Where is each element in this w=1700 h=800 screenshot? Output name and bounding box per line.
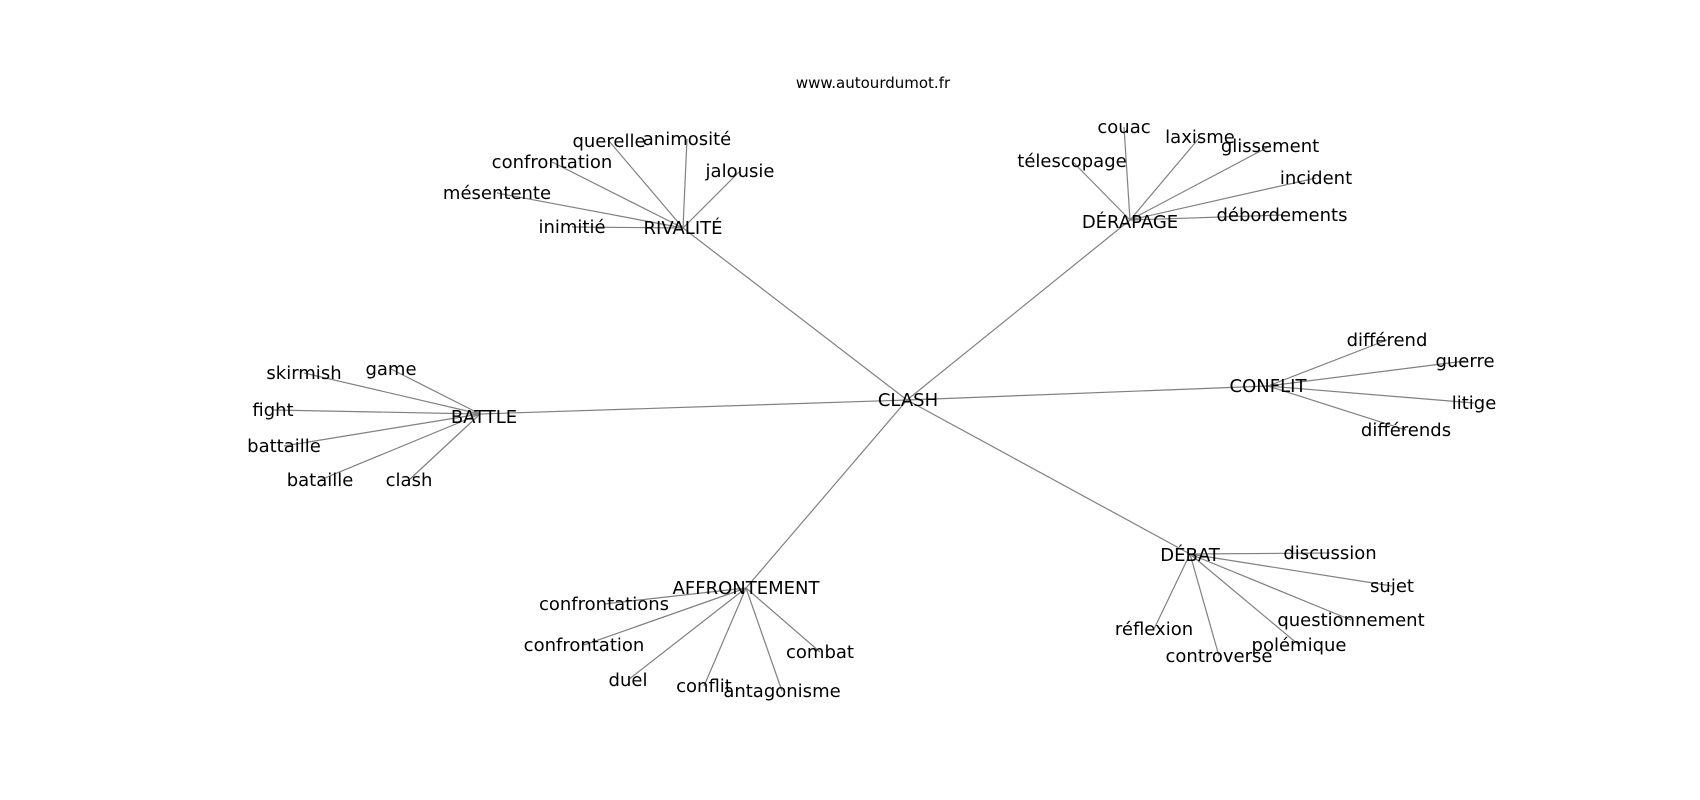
word-node-label[interactable]: animosité — [643, 129, 732, 150]
word-node-label[interactable]: télescopage — [1017, 151, 1126, 172]
edge-hub-word — [603, 587, 747, 605]
word-node-label[interactable]: duel — [609, 670, 648, 691]
word-node-label[interactable]: confrontation — [524, 635, 645, 656]
edge-hub-word — [745, 587, 783, 692]
edge-center-hub — [479, 399, 908, 415]
hub-node-label[interactable]: CONFLIT — [1230, 376, 1308, 397]
edge-hub-word — [272, 409, 481, 415]
edge-hub-word — [1129, 145, 1271, 221]
edge-hub-word — [1189, 553, 1220, 657]
word-node-label[interactable]: glissement — [1221, 136, 1319, 157]
word-node-label[interactable]: antagonisme — [723, 681, 840, 702]
edge-hub-word — [583, 587, 747, 646]
edge-hub-word — [1267, 360, 1466, 387]
word-node-label[interactable]: game — [365, 359, 416, 380]
edge-hub-word — [1071, 160, 1131, 221]
word-node-label[interactable]: litige — [1452, 393, 1497, 414]
word-node-label[interactable]: discussion — [1283, 543, 1376, 564]
word-node-label[interactable]: confrontations — [539, 594, 669, 615]
word-node-label[interactable]: skirmish — [266, 363, 341, 384]
word-node-label[interactable]: fight — [252, 400, 293, 421]
word-node-label[interactable]: confrontation — [492, 152, 613, 173]
word-node-label[interactable]: couac — [1097, 117, 1150, 138]
edge-hub-word — [627, 587, 747, 681]
edge-center-hub — [906, 385, 1269, 401]
edge-hub-word — [682, 138, 688, 229]
edge-hub-word — [682, 170, 741, 229]
edges-layer — [272, 126, 1475, 692]
edge-hub-word — [1153, 553, 1191, 630]
edge-hub-word — [1189, 553, 1393, 587]
edge-hub-word — [571, 226, 684, 229]
edge-hub-word — [1129, 136, 1201, 221]
edge-hub-word — [1267, 385, 1475, 404]
word-node-label[interactable]: clash — [386, 470, 433, 491]
edge-hub-word — [551, 161, 684, 229]
hub-node-label[interactable]: DÉRAPAGE — [1082, 211, 1178, 233]
word-node-label[interactable]: différend — [1347, 330, 1428, 351]
edge-hub-word — [496, 192, 684, 229]
edge-hub-word — [1189, 553, 1352, 621]
word-node-label[interactable]: jalousie — [705, 161, 775, 182]
edge-hub-word — [1267, 339, 1388, 387]
word-node-label[interactable]: querelle — [572, 131, 645, 152]
word-node-label[interactable]: débordements — [1217, 205, 1348, 226]
edge-hub-word — [1123, 126, 1131, 221]
labels-layer: www.autourdumot.fr CLASH inimitié mésente… — [247, 74, 1496, 702]
edge-hub-word — [1129, 177, 1317, 221]
hub-node-label[interactable]: BATTLE — [451, 407, 517, 428]
word-node-label[interactable]: battaille — [247, 436, 321, 457]
word-node-label[interactable]: guerre — [1435, 351, 1494, 372]
edge-hub-word — [283, 413, 481, 447]
hub-node-label[interactable]: AFFRONTEMENT — [673, 578, 821, 599]
edge-center-hub — [682, 227, 908, 401]
hub-node-label[interactable]: RIVALITÉ — [644, 217, 723, 239]
edge-hub-word — [1129, 214, 1283, 221]
word-node-label[interactable]: questionnement — [1277, 610, 1424, 631]
edge-hub-word — [303, 372, 481, 415]
hub-node-label[interactable]: DÉBAT — [1160, 544, 1220, 566]
edge-hub-word — [319, 413, 481, 481]
word-node-label[interactable]: réflexion — [1115, 619, 1193, 640]
center-node-label[interactable]: CLASH — [878, 390, 938, 411]
edge-center-hub — [745, 399, 908, 589]
edge-center-hub — [906, 399, 1191, 555]
word-node-label[interactable]: différends — [1361, 420, 1451, 441]
edge-hub-word — [703, 587, 747, 687]
edge-hub-word — [390, 368, 481, 415]
word-node-label[interactable]: combat — [786, 642, 854, 663]
edge-hub-word — [1267, 385, 1407, 431]
word-node-label[interactable]: mésentente — [443, 183, 551, 204]
edge-hub-word — [745, 587, 821, 653]
word-node-label[interactable]: polémique — [1252, 635, 1347, 656]
word-node-label[interactable]: bataille — [287, 470, 354, 491]
word-node-label[interactable]: inimitié — [538, 217, 605, 238]
word-node-label[interactable]: incident — [1280, 168, 1352, 189]
word-node-label[interactable]: controverse — [1166, 646, 1273, 667]
edge-hub-word — [608, 140, 684, 229]
edge-hub-word — [1189, 552, 1331, 555]
word-node-label[interactable]: laxisme — [1165, 127, 1235, 148]
edge-center-hub — [906, 219, 1131, 401]
source-label: www.autourdumot.fr — [796, 74, 951, 92]
word-node-label[interactable]: sujet — [1370, 576, 1414, 597]
edge-hub-word — [1189, 553, 1300, 646]
word-node-label[interactable]: conflit — [676, 676, 732, 697]
edge-hub-word — [408, 413, 481, 481]
